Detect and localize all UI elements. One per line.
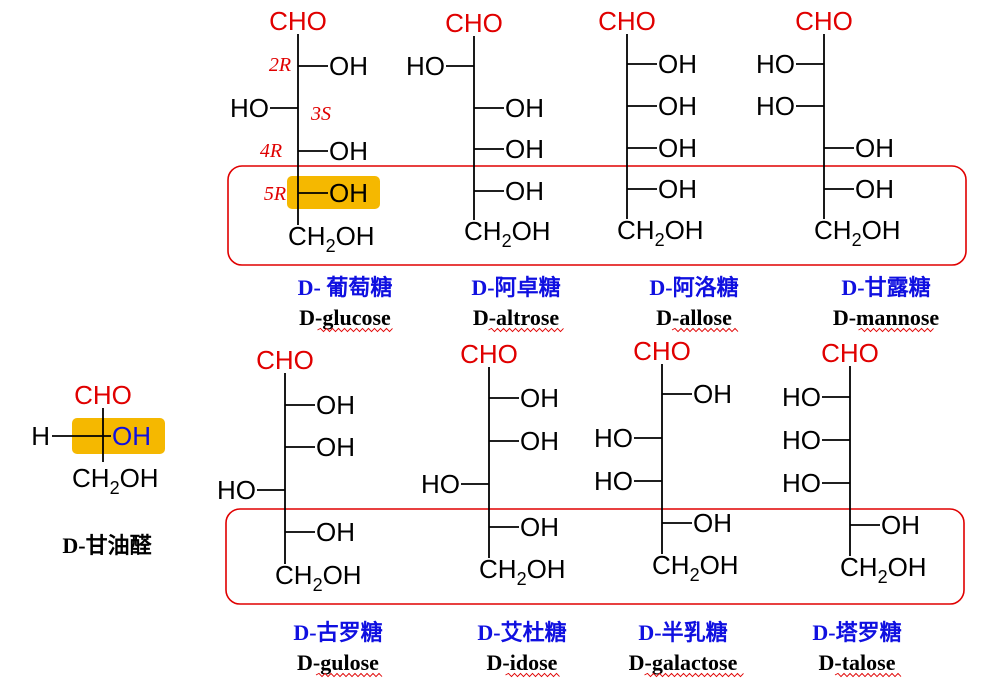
oh-group: OH xyxy=(329,136,368,166)
config-label-3s: 3S xyxy=(310,103,331,125)
cho-group: CHO xyxy=(821,338,879,368)
ho-group: HO xyxy=(782,425,821,455)
ho-group: HO xyxy=(230,93,269,123)
fischer-glyceraldehyde: CHO H OH CH2OH D-甘油醛 xyxy=(31,380,158,558)
config-label-2r: 2R xyxy=(269,54,291,76)
cho-group: CHO xyxy=(633,336,691,366)
ch2oh-group: CH2OH xyxy=(840,552,927,587)
name-english: D-altrose xyxy=(473,305,560,330)
config-label-5r: 5R xyxy=(264,183,286,205)
name-chinese: D-半乳糖 xyxy=(638,620,727,645)
name-chinese: D-塔罗糖 xyxy=(812,620,901,645)
oh-group: OH xyxy=(855,133,894,163)
spell-underline xyxy=(317,327,393,333)
oh-group: OH xyxy=(329,51,368,81)
ch2oh-group: CH2OH xyxy=(288,221,375,256)
spell-underline xyxy=(488,327,564,333)
spell-underline xyxy=(315,672,383,678)
top-row-frame xyxy=(227,165,967,266)
ho-group: HO xyxy=(421,469,460,499)
oh-group: OH xyxy=(855,174,894,204)
ch2oh-group: CH2OH xyxy=(275,560,362,595)
oh-group: OH xyxy=(520,383,559,413)
ch2oh-group: CH2OH xyxy=(464,216,551,251)
name-english: D-gulose xyxy=(297,650,379,675)
ho-group: HO xyxy=(756,49,795,79)
oh-group: OH xyxy=(658,49,697,79)
spell-underline xyxy=(505,672,560,678)
bottom-row-frame xyxy=(225,508,965,605)
spell-underline xyxy=(834,672,902,678)
ch2oh-group: CH2OH xyxy=(814,215,901,250)
name-english: D-talose xyxy=(819,650,896,675)
ch2oh-group: CH2OH xyxy=(617,215,704,250)
cho-group: CHO xyxy=(795,6,853,36)
oh-group: OH xyxy=(658,91,697,121)
oh-group: OH xyxy=(505,176,544,206)
cho-group: CHO xyxy=(460,339,518,369)
name-chinese: D- 葡萄糖 xyxy=(298,275,393,300)
oh-group: OH xyxy=(316,432,355,462)
ho-group: HO xyxy=(406,51,445,81)
name-chinese: D-阿卓糖 xyxy=(471,275,560,300)
name-chinese: D-阿洛糖 xyxy=(649,275,738,300)
cho-group: CHO xyxy=(445,8,503,38)
name-chinese: D-甘露糖 xyxy=(841,275,930,300)
oh-group: OH xyxy=(316,517,355,547)
cho-group: CHO xyxy=(256,345,314,375)
spell-underline xyxy=(644,672,744,678)
name-chinese: D-甘油醛 xyxy=(62,533,152,558)
ho-group: HO xyxy=(217,475,256,505)
name-chinese: D-艾杜糖 xyxy=(477,620,566,645)
highlight-glucose-c5 xyxy=(287,176,380,209)
name-chinese: D-古罗糖 xyxy=(293,620,382,645)
spell-underline xyxy=(858,327,934,333)
oh-group: OH xyxy=(693,508,732,538)
cho-group: CHO xyxy=(269,6,327,36)
oh-group: OH xyxy=(112,421,151,451)
name-english: D-glucose xyxy=(299,305,391,330)
oh-group: OH xyxy=(316,390,355,420)
h-atom: H xyxy=(31,421,50,451)
spell-underline xyxy=(671,327,739,333)
oh-group: OH xyxy=(693,379,732,409)
ch2oh-group: CH2OH xyxy=(479,554,566,589)
oh-group: OH xyxy=(505,134,544,164)
ch2oh-group: CH2OH xyxy=(72,463,159,498)
ch2oh-group: CH2OH xyxy=(652,550,739,585)
config-label-4r: 4R xyxy=(260,140,282,162)
ho-group: HO xyxy=(594,466,633,496)
cho-group: CHO xyxy=(74,380,132,410)
cho-group: CHO xyxy=(598,6,656,36)
ho-group: HO xyxy=(782,382,821,412)
oh-group: OH xyxy=(520,512,559,542)
name-english: D-idose xyxy=(487,650,558,675)
ho-group: HO xyxy=(594,423,633,453)
oh-group: OH xyxy=(658,174,697,204)
name-english: D-mannose xyxy=(833,305,940,330)
ho-group: HO xyxy=(782,468,821,498)
name-english: D-galactose xyxy=(629,650,738,675)
oh-group: OH xyxy=(329,178,368,208)
ho-group: HO xyxy=(756,91,795,121)
name-english: D-allose xyxy=(656,305,732,330)
oh-group: OH xyxy=(520,426,559,456)
oh-group: OH xyxy=(505,93,544,123)
oh-group: OH xyxy=(881,510,920,540)
highlight-glyceraldehyde-c2 xyxy=(72,418,165,454)
oh-group: OH xyxy=(658,133,697,163)
